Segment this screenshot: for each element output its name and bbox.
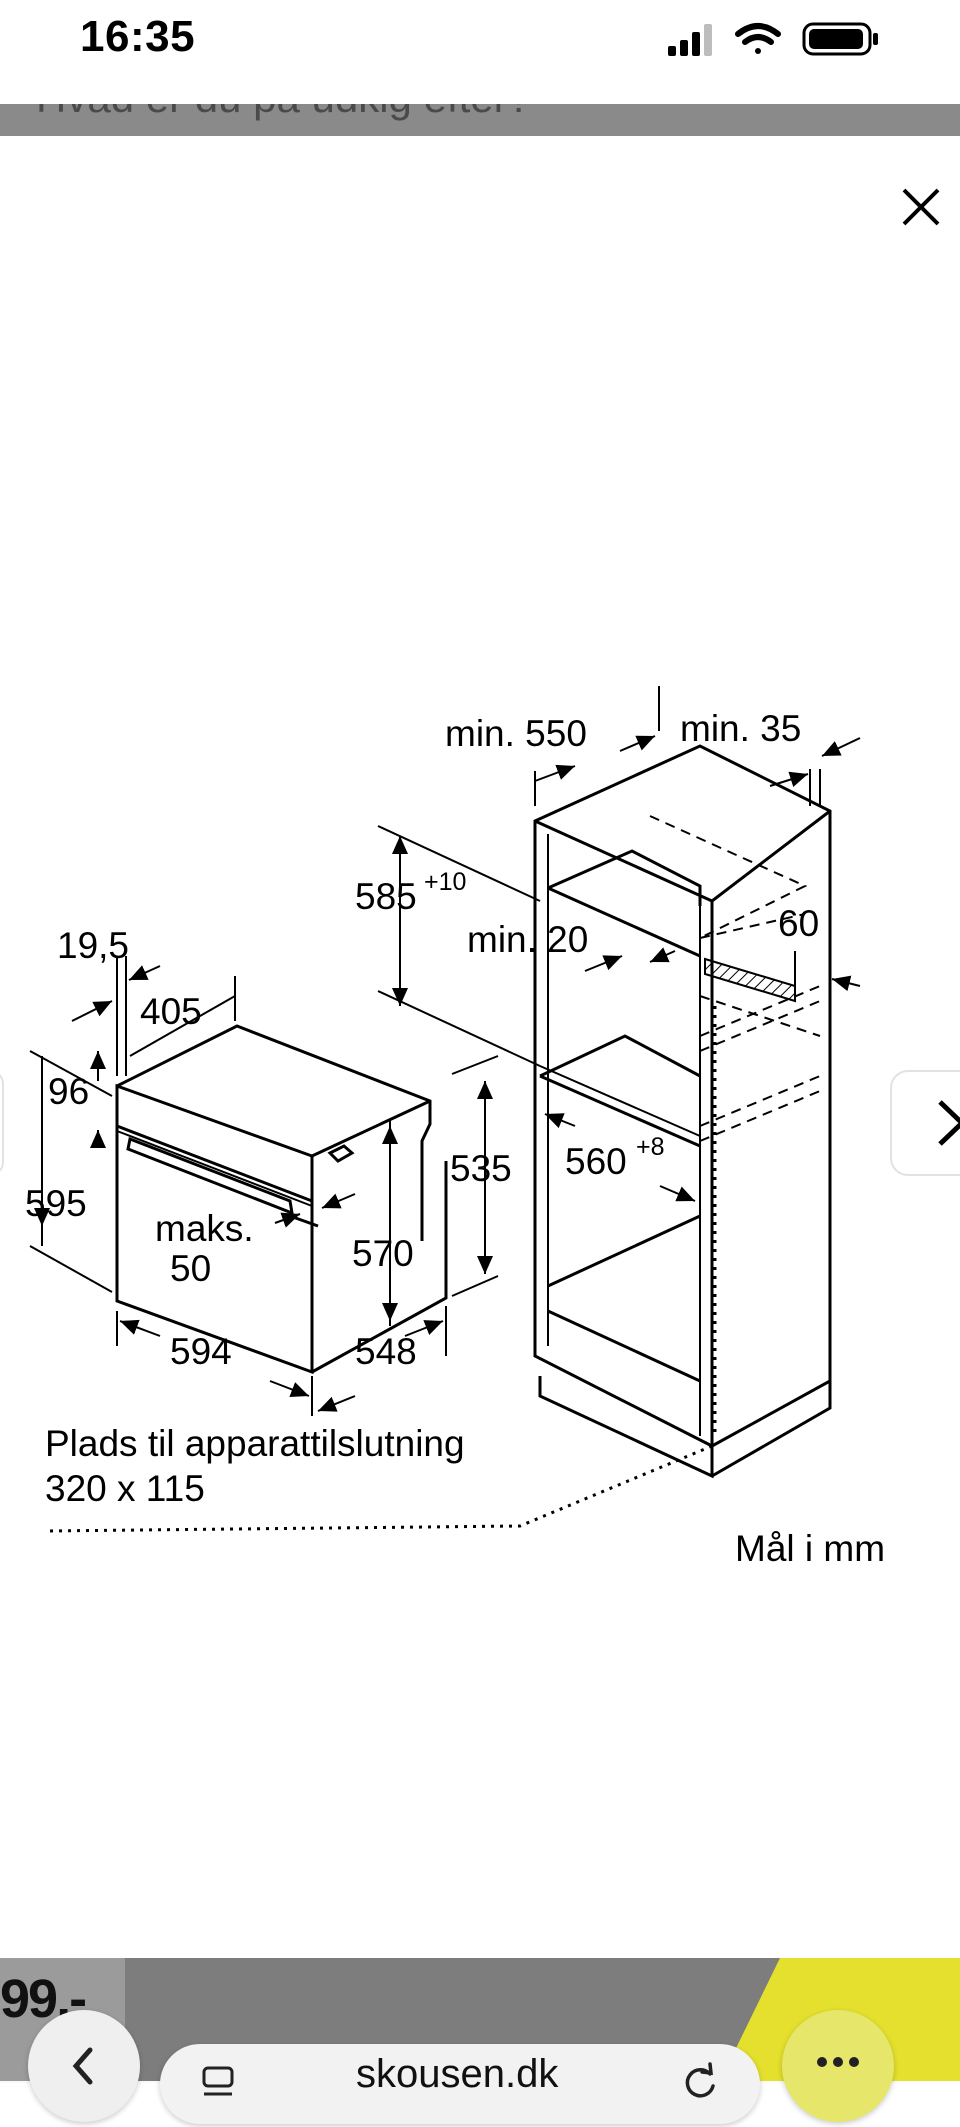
next-image-button[interactable]: [890, 1070, 960, 1176]
chevron-right-icon: [938, 1100, 960, 1146]
image-lightbox: min. 550 min. 35 585 +10 min. 20 60 560 …: [0, 136, 960, 2083]
close-icon: [902, 188, 940, 226]
dim-cabinet-gap: min. 35: [680, 708, 801, 749]
connection-label-line1: Plads til apparattilslutning: [45, 1423, 465, 1464]
status-time: 16:35: [80, 12, 196, 61]
close-button[interactable]: [890, 176, 950, 236]
dim-body-height: 570: [352, 1233, 414, 1274]
chevron-left-icon: [72, 2047, 93, 2085]
status-icons: [666, 20, 886, 60]
dim-vent-gap: min. 20: [467, 919, 588, 960]
oven-drawing: [115, 1024, 448, 1375]
battery-icon: [802, 22, 878, 56]
more-dots-icon: [817, 2057, 859, 2067]
wifi-icon: [735, 23, 781, 54]
dim-max-gap-label: maks.: [155, 1208, 254, 1249]
dim-niche-height-tolerance: +10: [424, 868, 466, 896]
dim-niche-height: 585: [355, 876, 417, 917]
dim-cabinet-depth: min. 550: [445, 713, 587, 754]
dim-niche-width-tolerance: +8: [636, 1133, 665, 1161]
back-button[interactable]: [28, 2010, 140, 2122]
unit-note: Mål i mm: [735, 1528, 885, 1569]
dim-depth-side: 535: [450, 1148, 512, 1189]
address-bar[interactable]: skousen.dk: [160, 2044, 760, 2124]
cabinet-drawing: [533, 744, 832, 1479]
tabs-icon: [202, 2066, 234, 2096]
dim-vent-depth: 60: [778, 903, 819, 944]
more-menu-button[interactable]: [782, 2010, 894, 2122]
dim-oven-depth: 548: [355, 1331, 417, 1372]
dim-panel-thickness: 19,5: [57, 925, 129, 966]
reload-icon[interactable]: [678, 2060, 722, 2104]
dimension-drawing: min. 550 min. 35 585 +10 min. 20 60 560 …: [0, 656, 960, 1596]
dim-oven-width: 594: [170, 1331, 232, 1372]
dim-oven-height: 595: [25, 1183, 87, 1224]
dim-control-height: 96: [48, 1071, 89, 1112]
status-bar: 16:35: [0, 0, 960, 104]
dim-max-gap-value: 50: [170, 1248, 211, 1289]
search-bar-background: Hvad er du på udkig efter?: [0, 104, 960, 136]
cellular-signal-icon: [668, 24, 712, 56]
url-text: skousen.dk: [356, 2052, 559, 2096]
dim-handle-depth: 405: [140, 991, 202, 1032]
dim-niche-width: 560: [565, 1141, 627, 1182]
search-input[interactable]: Hvad er du på udkig efter?: [36, 104, 531, 122]
connection-label-line2: 320 x 115: [45, 1468, 205, 1509]
